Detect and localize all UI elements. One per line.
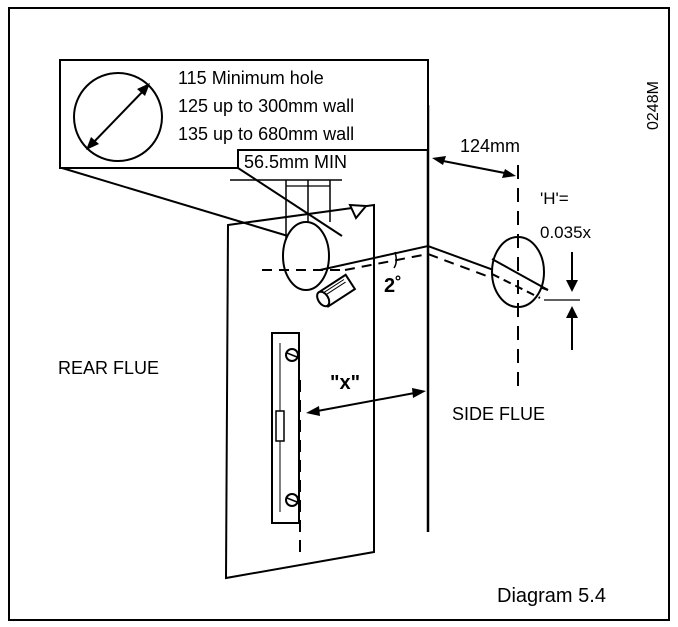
h-arrowhead-bottom: [566, 306, 578, 318]
side-incline-inner: [491, 258, 549, 291]
side-offset-arrowhead-left: [432, 156, 446, 165]
diameter-arrowhead-bottom: [86, 137, 99, 150]
flue-terminal: [316, 273, 357, 308]
wall-distance-arrowhead-left: [306, 406, 320, 416]
diagram-code: 0248M: [645, 81, 662, 130]
hole-callout-line2: 125 up to 300mm wall: [178, 96, 354, 116]
angle-arc: [393, 251, 398, 269]
h-label: 'H'=: [540, 189, 569, 208]
wall-distance-arrow: [311, 391, 421, 413]
h-arrowhead-top: [566, 280, 578, 292]
diameter-arrowhead-top: [137, 83, 150, 96]
side-flue-label: SIDE FLUE: [452, 404, 545, 424]
hole-callout-box: [59, 59, 429, 169]
diagram-caption: Diagram 5.4: [497, 585, 606, 607]
rear-wall-panel: [224, 203, 375, 580]
side-offset-arrowhead-right: [502, 169, 516, 178]
min-spacing-label: 56.5mm MIN: [244, 152, 347, 172]
diagram-border: [8, 7, 670, 621]
wall-distance-label: "x": [330, 372, 360, 394]
hole-callout-line1: 115 Minimum hole: [178, 68, 324, 88]
diameter-arrow: [89, 86, 148, 147]
side-offset-label: 124mm: [460, 136, 520, 156]
side-offset-arrow: [437, 159, 511, 175]
wall-distance-arrowhead-right: [412, 388, 426, 398]
callout-leader-1: [61, 167, 289, 237]
rear-flue-hole: [282, 221, 330, 291]
hole-callout-line3: 135 up to 680mm wall: [178, 124, 354, 144]
hole-diameter-circle: [73, 72, 163, 162]
bracket-latch: [275, 410, 285, 442]
side-horizontal-inner: [491, 273, 541, 299]
h-formula-label: 0.035x: [540, 223, 592, 242]
rear-flue-label: REAR FLUE: [58, 358, 159, 378]
locator-triangle: [348, 203, 369, 220]
angle-label: 2˚: [384, 274, 402, 297]
